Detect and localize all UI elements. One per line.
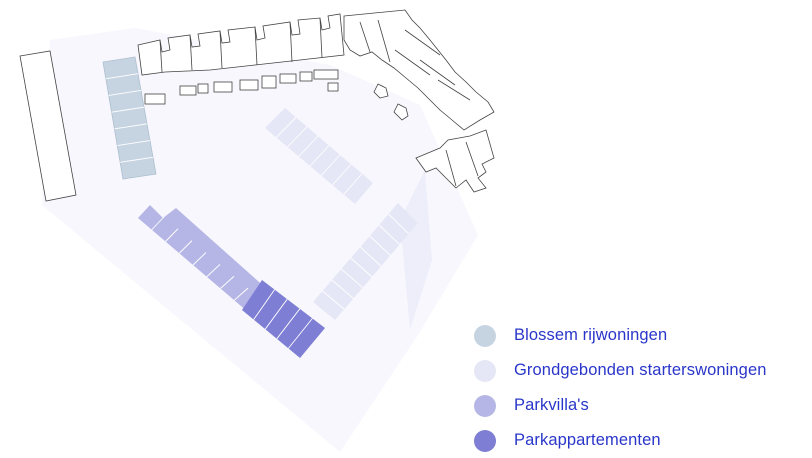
appt-unit-divider [264,298,288,330]
starter-east-unit-divider [322,290,345,310]
starter-east-unit-divider [388,213,410,235]
blossem-unit-divider [120,156,154,163]
appt-unit-divider [253,289,275,320]
villa-unit-divider [206,264,221,278]
blossem-unit-divider [114,123,148,130]
legend-swatch-parkappartementen [474,429,496,452]
villa-unit-divider [165,228,179,242]
starter-east-unit-divider [350,257,373,278]
blossem-rijwoningen-block [102,56,157,180]
starter-north-unit-divider [343,173,363,195]
starter-east-unit-divider [369,235,391,256]
legend-item-parkappartementen: Parkappartementen [474,423,810,458]
legend-label-blossem: Blossem rijwoningen [514,326,668,344]
legend-item-starterswoningen: Grondgebonden starterswoningen [474,353,810,388]
parkvillas-area [138,205,268,312]
existing-buildings-north [137,13,345,105]
starterswoningen-area-east [313,203,418,320]
villa-unit-divider [220,275,235,289]
parkvillas-block [138,205,268,312]
blossem-unit-divider [111,106,145,113]
blossem-unit-divider [105,73,139,80]
starter-north-unit-divider [332,163,352,186]
parkappartementen-area [242,280,325,358]
starterswoningen-block-north [265,108,373,204]
legend-swatch-starterswoningen [474,359,496,382]
starter-north-unit-divider [275,117,297,138]
blossem-unit-divider [117,140,151,147]
legend-label-parkappartementen: Parkappartementen [514,431,661,449]
villa-unit-divider [192,252,207,266]
villa-unit-divider [151,216,165,231]
legend-item-parkvillas: Parkvilla's [474,388,810,423]
legend-swatch-blossem [474,324,496,347]
appt-unit-divider [288,318,313,349]
legend-item-blossem: Blossem rijwoningen [474,318,810,353]
starter-east-unit-divider [359,246,382,267]
starterswoningen-block-east [313,203,418,320]
starter-east-unit-divider [341,268,363,289]
legend-swatch-parkvillas [474,394,496,417]
starter-east-unit-divider [378,224,400,245]
villa-unit-divider [233,287,249,301]
starter-north-unit-divider [287,126,308,148]
legend-label-parkvillas: Parkvilla's [514,396,589,414]
existing-building-west [19,50,77,202]
starter-north-unit-divider [309,145,330,167]
parkappartementen-block [242,280,325,358]
site-area [42,28,478,452]
blossem-unit-divider [108,89,142,96]
blossem-rijwoningen-area [102,56,157,180]
site-path [400,170,432,330]
starter-east-unit-divider [331,279,354,299]
villa-unit-divider [178,240,193,254]
map-legend: Blossem rijwoningen Grondgebonden starte… [474,318,810,458]
appt-unit-divider [276,308,301,340]
existing-buildings-northeast [343,9,495,193]
starter-north-unit-divider [298,135,319,157]
starter-north-unit-divider [320,154,341,176]
legend-label-starterswoningen: Grondgebonden starterswoningen [514,361,767,379]
